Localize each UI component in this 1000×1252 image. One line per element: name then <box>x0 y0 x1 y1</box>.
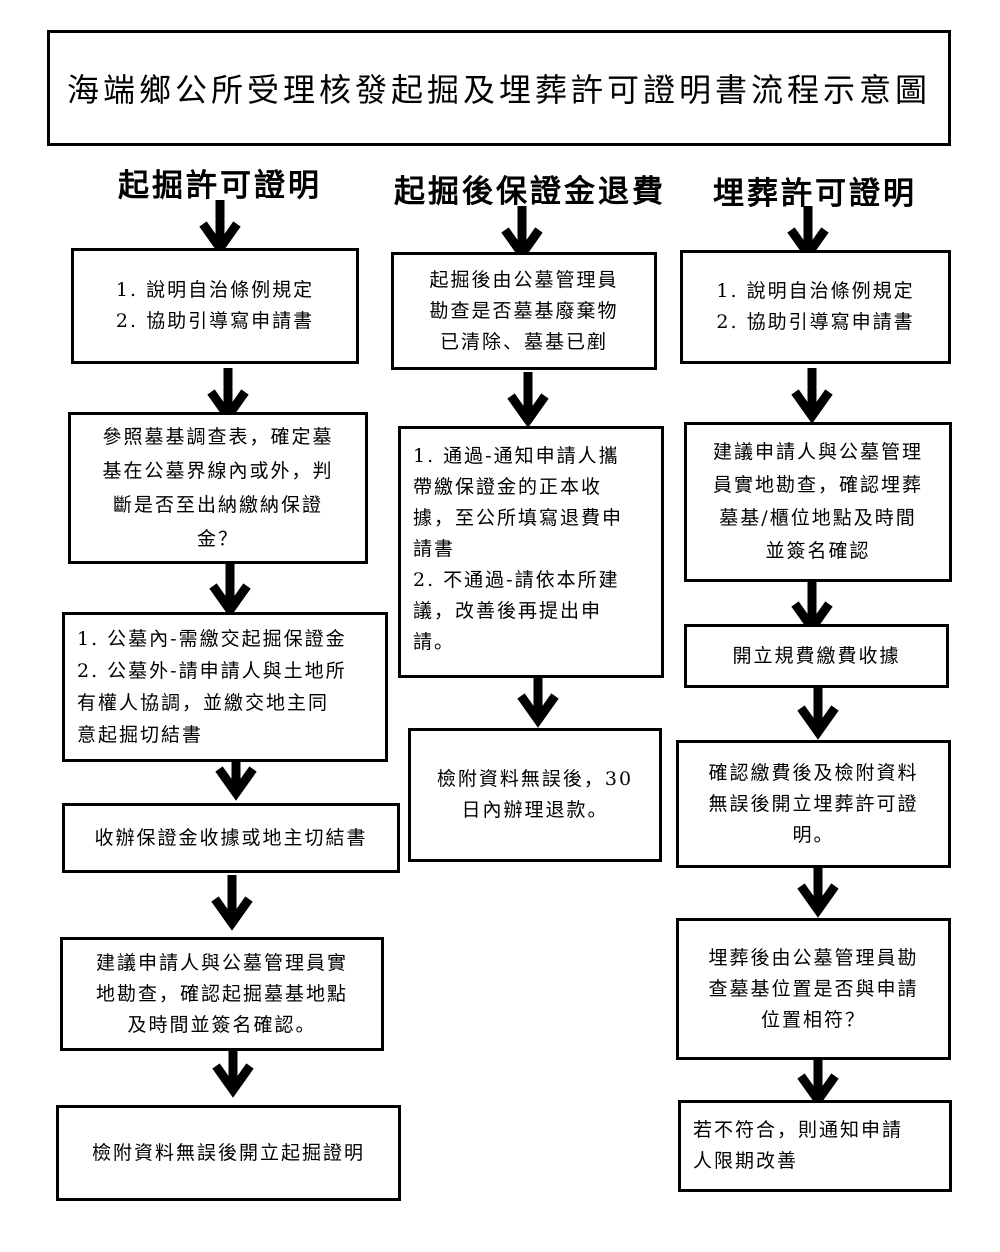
c1-step-3-line-1: 1. 公墓內-需繳交起掘保證金 <box>77 628 347 650</box>
c2-step-2-line-2: 帶繳保證金的正本收 <box>413 476 603 498</box>
c1-step-3-line-2: 2. 公墓外-請申請人與土地所 <box>77 660 347 682</box>
c1-step-3: 1. 公墓內-需繳交起掘保證金 2. 公墓外-請申請人與土地所 有權人協調，並繳… <box>62 612 388 762</box>
arrow-c2-2 <box>521 672 555 720</box>
c3-step-4-line-3: 明。 <box>792 823 835 846</box>
c1-step-5-line-1: 建議申請人與公墓管理員實 <box>95 951 348 974</box>
c1-step-2: 參照墓基調查表，確定墓 基在公墓界線內或外，判 斷是否至出納繳納保證 金？ <box>68 412 368 564</box>
c3-step-6-line-2: 人限期改善 <box>693 1150 799 1172</box>
c1-step-2-line-3: 斷是否至出納繳納保證 <box>112 494 323 516</box>
c3-step-5-line-1: 埋葬後由公墓管理員勘 <box>708 946 919 969</box>
c3-step-3-line-1: 開立規費繳費收據 <box>732 644 901 667</box>
c1-step-1-line-1: 1. 說明自治條例規定 <box>115 279 315 301</box>
c3-step-3: 開立規費繳費收據 <box>684 624 949 688</box>
c2-step-2-line-7: 請。 <box>413 631 456 653</box>
c1-step-5-line-3: 及時間並簽名確認。 <box>127 1013 317 1036</box>
c2-step-2-line-5: 2. 不通過-請依本所建 <box>413 569 620 591</box>
c3-step-1-line-1: 1. 說明自治條例規定 <box>716 280 915 302</box>
c2-step-2-line-4: 請書 <box>413 538 456 560</box>
c2-step-2-line-1: 1. 通過-通知申請人攜 <box>413 445 620 467</box>
c3-step-6: 若不符合，則通知申請 人限期改善 <box>678 1100 952 1192</box>
arrow-c3-3 <box>801 684 835 732</box>
c2-step-1: 起掘後由公墓管理員 勘查是否墓基廢棄物 已清除、墓基已剷 <box>391 252 657 370</box>
arrow-c1-1 <box>211 368 245 416</box>
c3-step-6-line-1: 若不符合，則通知申請 <box>693 1119 904 1141</box>
arrow-c1-2 <box>213 562 247 610</box>
c1-step-4-line-1: 收辦保證金收據或地主切結書 <box>94 826 368 849</box>
c3-step-4-line-2: 無誤後開立埋葬許可證 <box>708 792 919 815</box>
c3-step-5-line-2: 查墓基位置是否與申請 <box>708 977 919 1000</box>
c2-step-1-line-1: 起掘後由公墓管理員 <box>429 268 619 291</box>
c3-step-5: 埋葬後由公墓管理員勘 查墓基位置是否與申請 位置相符？ <box>676 918 951 1060</box>
column-heading-burial-permit: 埋葬許可證明 <box>713 176 917 212</box>
c1-step-2-line-2: 基在公墓界線內或外，判 <box>102 460 334 482</box>
c3-step-5-line-3: 位置相符？ <box>760 1008 866 1031</box>
c3-step-2-line-1: 建議申請人與公墓管理 <box>712 441 923 463</box>
c2-step-3: 檢附資料無誤後，30 日內辦理退款。 <box>408 728 662 862</box>
c1-step-2-line-4: 金？ <box>196 528 239 550</box>
diagram-title: 海端鄉公所受理核發起掘及埋葬許可證明書流程示意圖 <box>47 30 951 146</box>
c2-step-2: 1. 通過-通知申請人攜 帶繳保證金的正本收 據，至公所填寫退費申 請書 2. … <box>398 426 664 678</box>
arrow-c3-4 <box>801 862 835 910</box>
arrow-c1-0 <box>203 200 237 248</box>
c2-step-2-line-3: 據，至公所填寫退費申 <box>413 507 624 529</box>
c1-step-6-line-1: 檢附資料無誤後開立起掘證明 <box>91 1141 365 1164</box>
c2-step-1-line-3: 已清除、墓基已剷 <box>439 330 608 353</box>
c2-step-3-line-1: 檢附資料無誤後，30 <box>436 768 634 790</box>
column-heading-exhumation-permit: 起掘許可證明 <box>118 168 322 204</box>
c1-step-5: 建議申請人與公墓管理員實 地勘查，確認起掘墓基地點 及時間並簽名確認。 <box>60 937 384 1051</box>
c3-step-2-line-2: 員實地勘查，確認埋葬 <box>712 474 923 496</box>
c3-step-2-line-3: 墓基/櫃位地點及時間 <box>719 507 917 529</box>
arrow-c3-1 <box>795 368 829 416</box>
c2-step-1-line-2: 勘查是否墓基廢棄物 <box>429 299 619 322</box>
c3-step-1: 1. 說明自治條例規定 2. 協助引導寫申請書 <box>680 250 951 364</box>
c1-step-1-line-2: 2. 協助引導寫申請書 <box>115 310 315 332</box>
arrow-c2-1 <box>511 372 545 420</box>
c2-step-3-line-2: 日內辦理退款。 <box>461 799 609 821</box>
c3-step-4: 確認繳費後及檢附資料 無誤後開立埋葬許可證 明。 <box>676 740 951 868</box>
c3-step-4-line-1: 確認繳費後及檢附資料 <box>708 761 919 784</box>
arrow-c3-0 <box>791 206 825 254</box>
arrow-c1-4 <box>215 875 249 923</box>
c1-step-6: 檢附資料無誤後開立起掘證明 <box>56 1105 401 1201</box>
c1-step-4: 收辦保證金收據或地主切結書 <box>62 803 400 873</box>
c3-step-2-line-4: 並簽名確認 <box>765 540 871 562</box>
c1-step-2-line-1: 參照墓基調查表，確定墓 <box>102 426 334 448</box>
arrow-c3-2 <box>795 580 829 628</box>
column-heading-deposit-refund: 起掘後保證金退費 <box>394 174 666 210</box>
c1-step-1: 1. 說明自治條例規定 2. 協助引導寫申請書 <box>71 248 359 364</box>
c1-step-3-line-4: 意起掘切結書 <box>77 724 204 746</box>
c1-step-3-line-3: 有權人協調，並繳交地主同 <box>77 692 330 714</box>
arrow-c2-0 <box>505 206 539 254</box>
c2-step-2-line-6: 議，改善後再提出申 <box>413 600 603 622</box>
c3-step-2: 建議申請人與公墓管理 員實地勘查，確認埋葬 墓基/櫃位地點及時間 並簽名確認 <box>684 422 952 582</box>
c3-step-1-line-2: 2. 協助引導寫申請書 <box>716 311 915 333</box>
c1-step-5-line-2: 地勘查，確認起掘墓基地點 <box>95 982 348 1005</box>
